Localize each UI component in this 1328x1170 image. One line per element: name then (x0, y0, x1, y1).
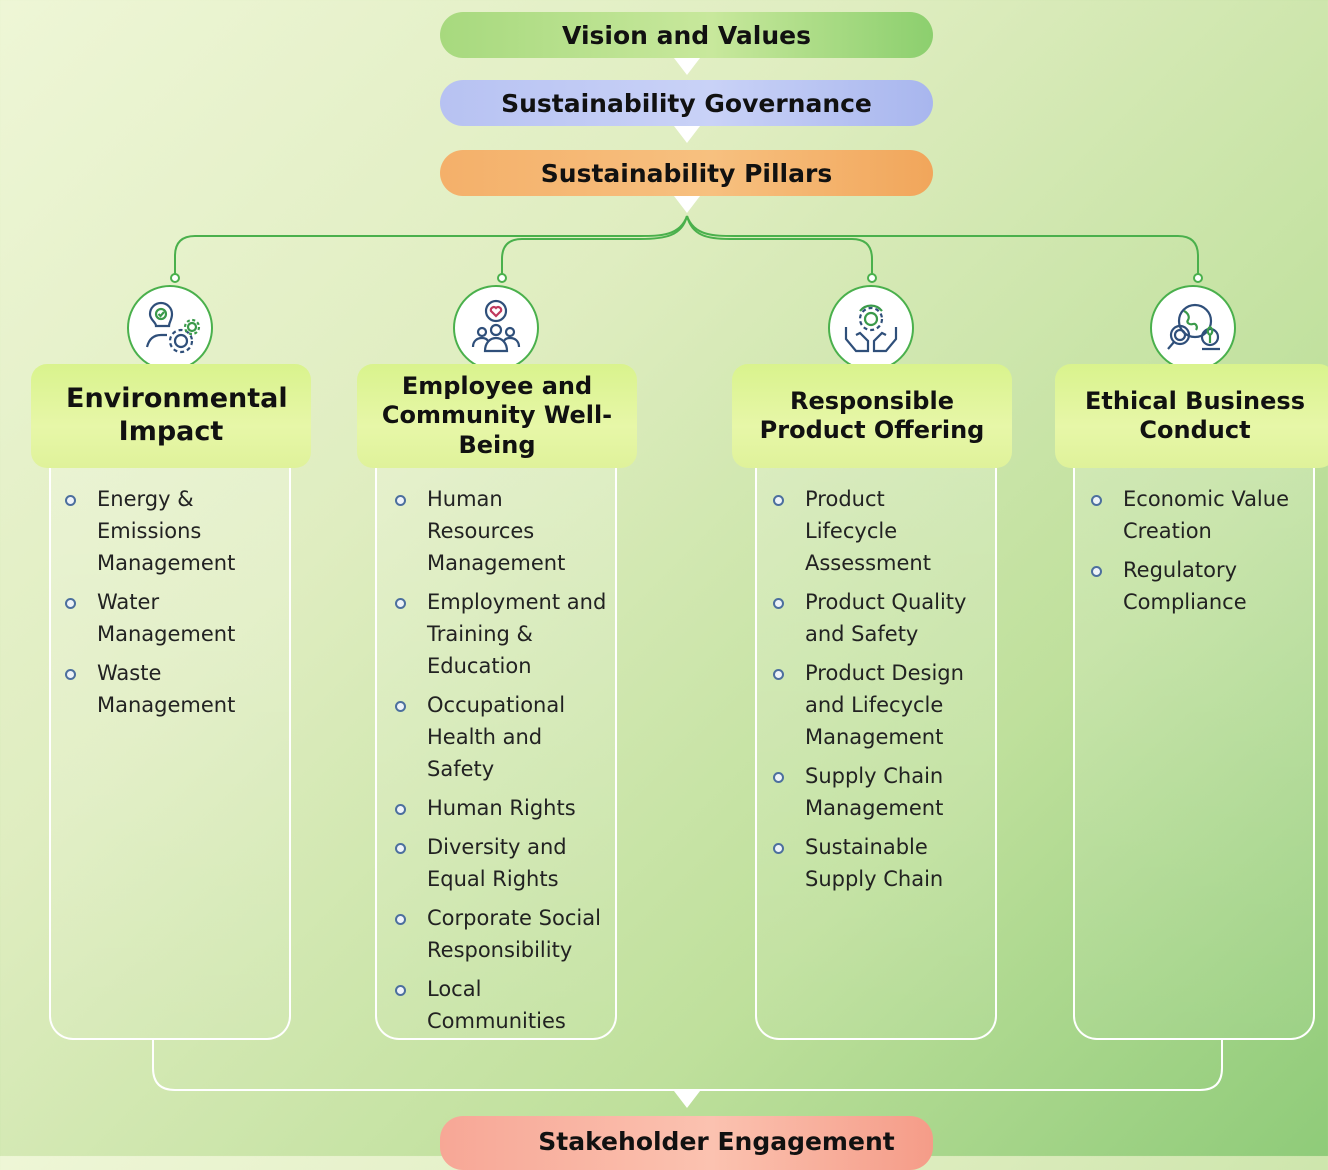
connector-environmental (174, 215, 688, 276)
hands-gear-icon (828, 285, 914, 371)
vision-values-label: Vision and Values (562, 20, 811, 50)
pillars-label: Sustainability Pillars (540, 158, 833, 188)
list-item: Product Lifecycle Assessment (773, 483, 977, 579)
pillar-items-product: Product Lifecycle Assessment Product Qua… (773, 483, 977, 902)
list-item: Water Management (65, 586, 267, 650)
arrow-down-icon (674, 58, 700, 75)
pillar-panel-product (755, 468, 997, 1040)
person-gears-icon (127, 285, 213, 371)
connector-ethical (686, 215, 1199, 276)
vision-values-band: Vision and Values (440, 12, 933, 58)
community-heart-icon (453, 285, 539, 371)
pillar-header-ethical: Ethical Business Conduct (1055, 364, 1328, 468)
list-item: Local Communities (395, 973, 607, 1037)
pillars-band: Sustainability Pillars (440, 150, 933, 196)
list-item: Human Rights (395, 792, 607, 824)
list-item: Product Quality and Safety (773, 586, 977, 650)
connector-dot-environmental (170, 273, 180, 283)
pillar-items-employee: Human Resources Management Employment an… (395, 483, 607, 1044)
pillar-header-product: Responsible Product Offering (732, 364, 1012, 468)
arrow-down-icon (674, 126, 700, 143)
list-item: Regulatory Compliance (1091, 554, 1303, 618)
pillar-title: Responsible Product Offering (759, 386, 985, 444)
stakeholder-label: Stakeholder Engagement (538, 1126, 895, 1156)
pillar-header-environmental: Environmental Impact (31, 364, 311, 468)
list-item: Waste Management (65, 657, 267, 721)
list-item: Human Resources Management (395, 483, 607, 579)
list-item: Employment and Training & Education (395, 586, 607, 682)
arrow-down-icon (674, 196, 700, 213)
list-item: Sustainable Supply Chain (773, 831, 977, 895)
list-item: Energy & Emissions Management (65, 483, 267, 579)
pillar-title: Environmental Impact (66, 383, 288, 447)
pillar-items-ethical: Economic Value Creation Regulatory Compl… (1091, 483, 1303, 625)
connector-dot-employee (497, 273, 507, 283)
list-item: Product Design and Lifecycle Management (773, 657, 977, 753)
list-item: Occupational Health and Safety (395, 689, 607, 785)
connector-dot-product (867, 273, 877, 283)
connector-product (686, 215, 873, 276)
governance-label: Sustainability Governance (501, 88, 872, 118)
pillar-title: Employee and Community Well-Being (381, 372, 613, 459)
globe-magnifier-icon (1150, 285, 1236, 371)
governance-band: Sustainability Governance (440, 80, 933, 126)
pillar-title: Ethical Business Conduct (1084, 386, 1305, 444)
pillar-header-employee: Employee and Community Well-Being (357, 364, 637, 468)
pillar-panel-ethical (1073, 468, 1315, 1040)
connector-employee (501, 215, 688, 276)
connector-dot-ethical (1193, 273, 1203, 283)
pillar-panel-employee (375, 468, 617, 1040)
bottom-bracket (152, 1040, 1223, 1091)
pillar-panel-environmental (49, 468, 291, 1040)
arrow-down-icon (674, 1091, 700, 1108)
list-item: Supply Chain Management (773, 760, 977, 824)
list-item: Corporate Social Responsibility (395, 902, 607, 966)
list-item: Economic Value Creation (1091, 483, 1303, 547)
stakeholder-band: Stakeholder Engagement (440, 1116, 933, 1170)
pillar-items-environmental: Energy & Emissions Management Water Mana… (65, 483, 267, 728)
list-item: Diversity and Equal Rights (395, 831, 607, 895)
